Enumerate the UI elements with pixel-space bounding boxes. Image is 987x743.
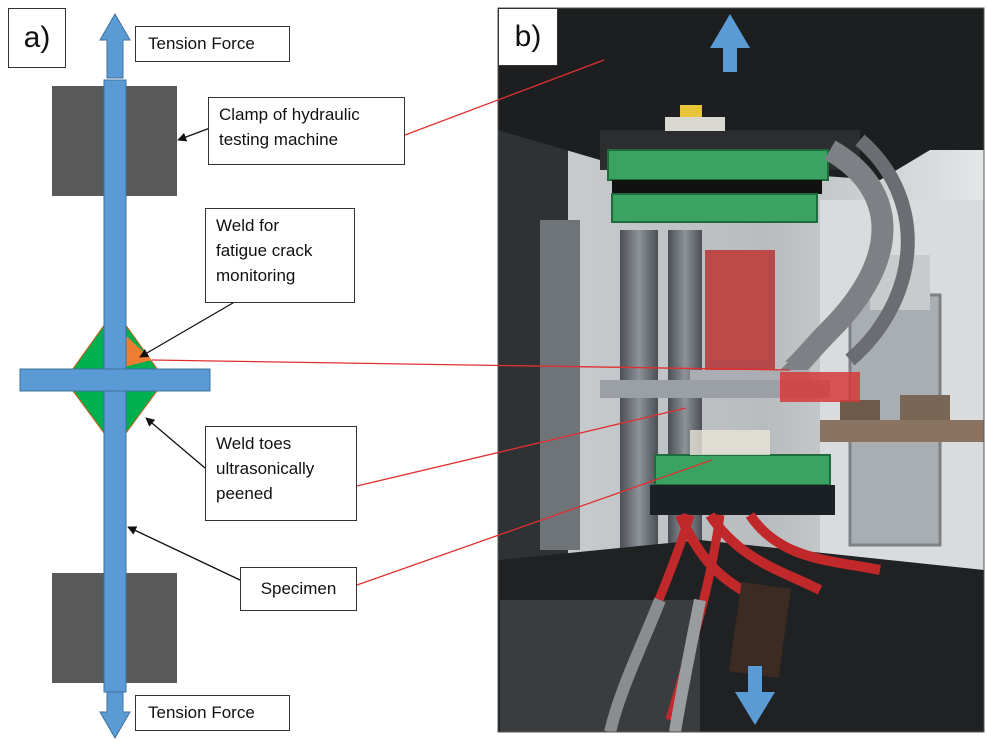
specimen-callout: Specimen	[240, 567, 357, 611]
photo-arrow-down-icon	[735, 666, 775, 725]
tension-arrow-up-icon	[99, 12, 131, 79]
specimen-photo-leader	[356, 459, 713, 586]
weld-orange-area	[120, 330, 152, 368]
tension-arrow-down-icon	[99, 691, 131, 740]
panel-a-label: a)	[8, 8, 66, 68]
transverse-plate	[19, 368, 211, 392]
panel-a-schematic	[19, 12, 241, 740]
red-leader-lines	[151, 59, 791, 586]
weld-monitoring-callout: Weld for fatigue crack monitoring	[205, 208, 355, 303]
bottom-tension-force-label: Tension Force	[135, 695, 290, 731]
clamp-callout: Clamp of hydraulic testing machine	[208, 97, 405, 165]
specimen-leader-arrow	[127, 526, 241, 581]
weld-photo-leader	[151, 359, 791, 371]
clamp-photo-leader	[404, 59, 605, 136]
weld-toes-callout: Weld toes ultrasonically peened	[205, 426, 357, 521]
weld-toes-photo-leader	[356, 407, 687, 487]
photo-arrow-up-icon	[710, 14, 750, 72]
clamp-leader-arrow	[177, 127, 211, 142]
weld-toes-leader-arrow	[145, 417, 206, 469]
top-tension-force-label: Tension Force	[135, 26, 290, 62]
weld-leader-arrow	[139, 299, 239, 358]
panel-b-label: b)	[498, 8, 558, 66]
panel-b-photo	[498, 8, 984, 732]
